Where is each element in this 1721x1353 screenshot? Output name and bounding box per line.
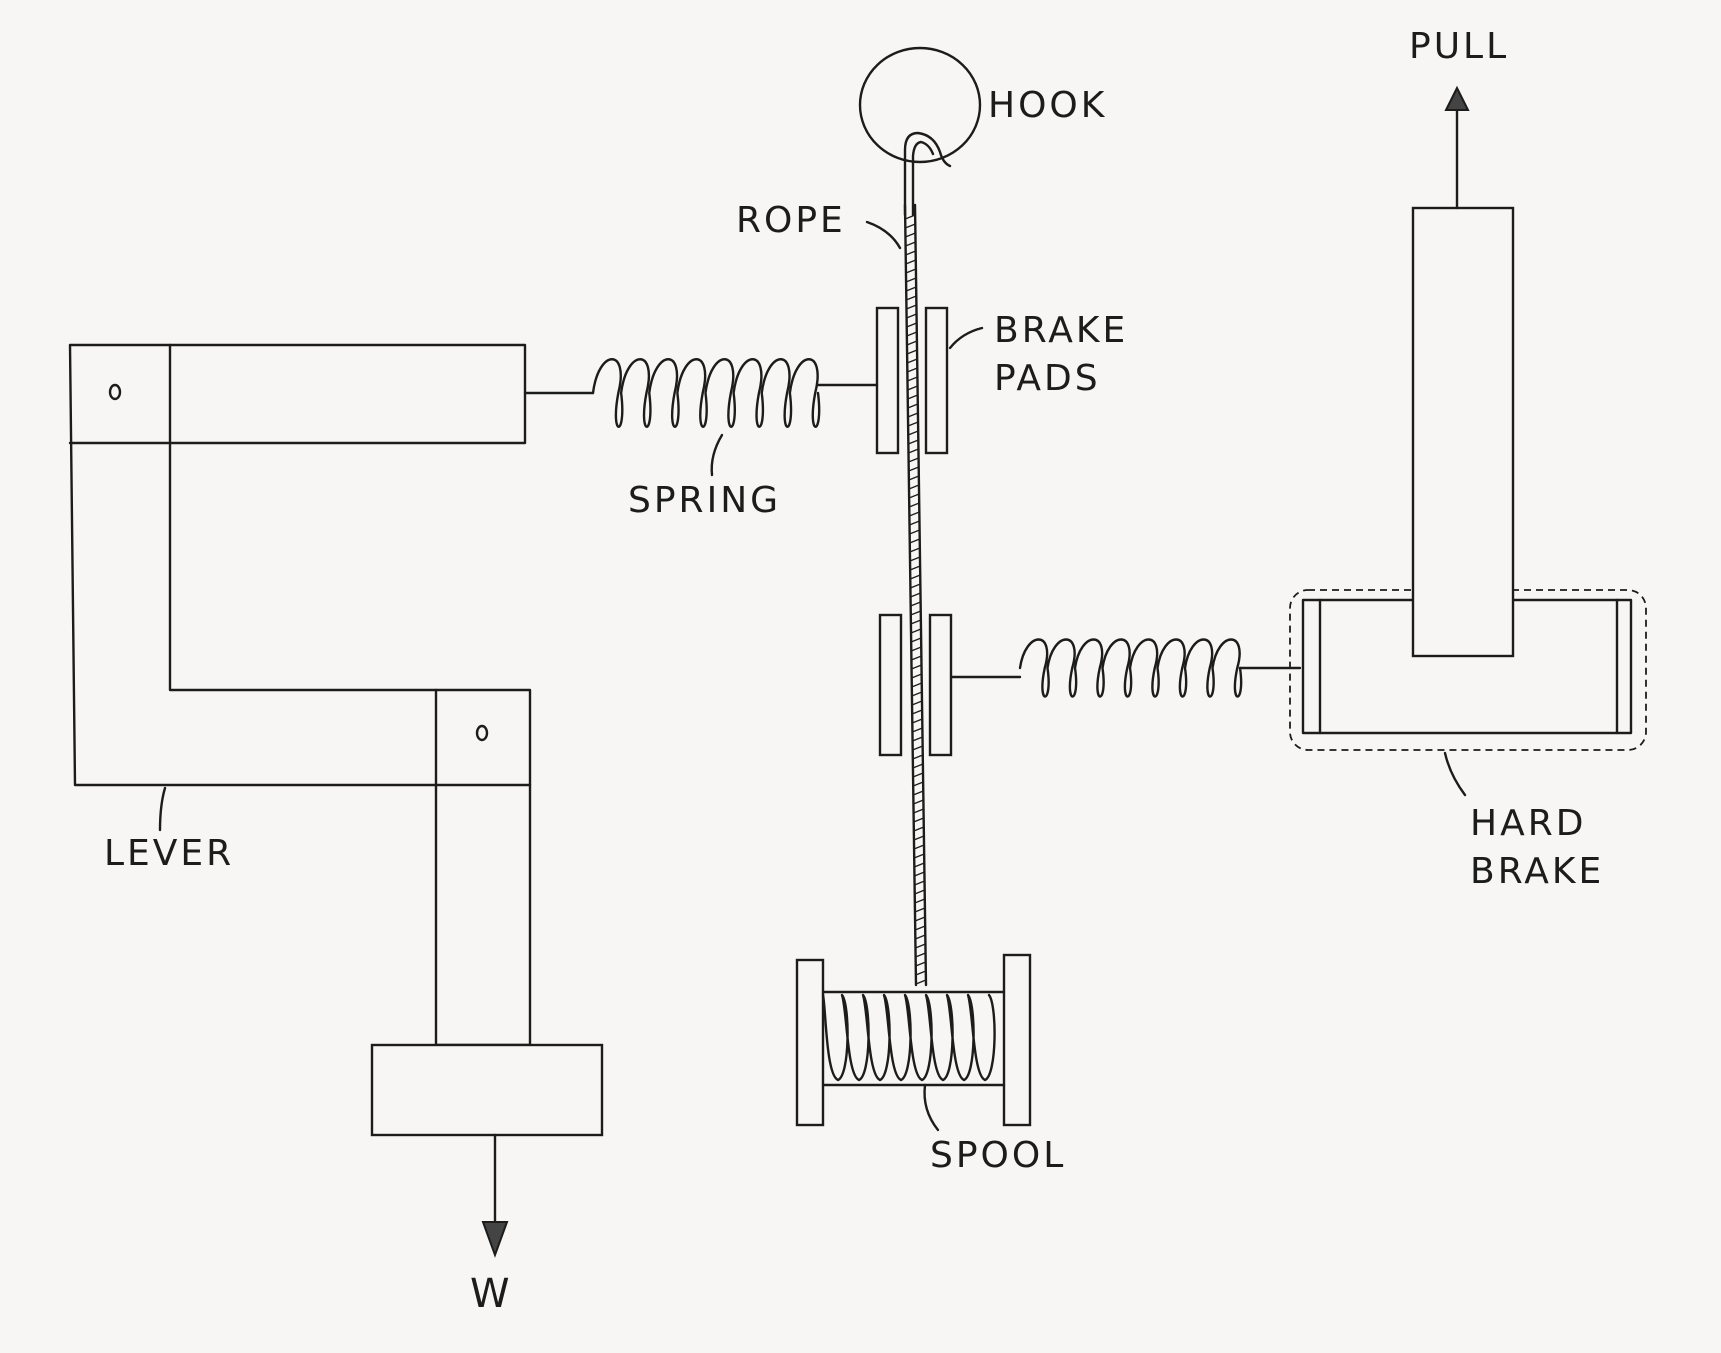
lower-spring	[949, 638, 1302, 698]
brake-pads-label-line2: PADS	[994, 358, 1101, 399]
lever-lower-pivot	[475, 724, 489, 742]
hard-brake-label-line2: BRAKE	[1470, 851, 1604, 892]
weight-label: W	[470, 1271, 513, 1317]
spring-label: SPRING	[628, 480, 781, 521]
lever-upper-pivot	[108, 383, 122, 401]
hard-brake-label-line1: HARD	[1470, 803, 1586, 844]
lever	[68, 343, 532, 1047]
lever-leader-line	[158, 786, 167, 832]
spring-leader-line	[710, 433, 724, 477]
brake-pads-label-line1: BRAKE	[994, 310, 1128, 351]
pull-label: PULL	[1409, 26, 1509, 67]
lever-label: LEVER	[104, 833, 234, 874]
spool-label: SPOOL	[930, 1135, 1066, 1176]
weight-arrow	[481, 1133, 509, 1258]
rope-leader-line	[865, 220, 902, 250]
upper-brake-pads	[875, 306, 949, 455]
pull-arrow	[1444, 85, 1470, 210]
upper-spring	[523, 358, 879, 428]
weight-block	[370, 1043, 604, 1137]
spool-leader-line	[923, 1083, 940, 1132]
pull-handle	[1411, 206, 1515, 658]
spool	[795, 953, 1032, 1127]
lower-brake-pads	[878, 613, 953, 757]
rope	[903, 203, 928, 987]
hook	[858, 46, 982, 217]
hook-label: HOOK	[988, 85, 1107, 126]
brake-pads-leader-line	[948, 326, 984, 350]
rope-label: ROPE	[736, 200, 846, 241]
hard-brake-leader-line	[1443, 751, 1467, 797]
